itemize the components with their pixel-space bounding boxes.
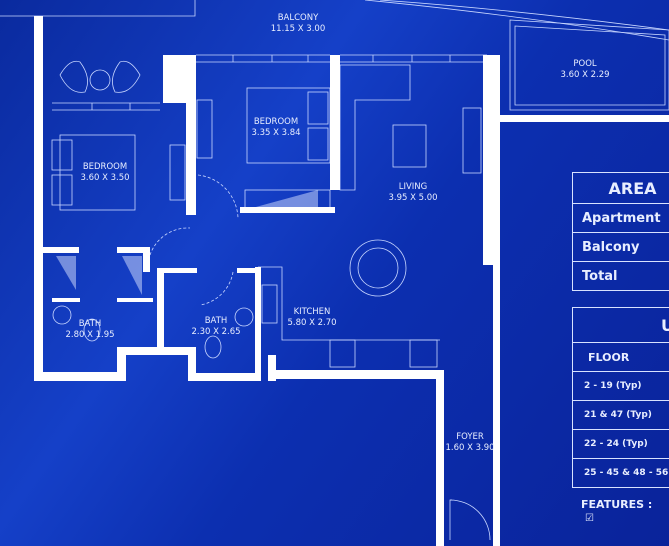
kitchen-counter	[258, 266, 440, 341]
area-row: Balcony	[573, 232, 669, 261]
room-size: 11.15 X 3.00	[270, 24, 326, 34]
area-table: AREA Apartment Balcony Total	[572, 172, 669, 291]
room-name: BATH	[204, 316, 228, 326]
pool-outline	[509, 19, 669, 111]
fridge	[409, 339, 438, 368]
room-size: 5.80 X 2.70	[287, 318, 337, 328]
washbasin	[52, 305, 72, 325]
room-name: BEDROOM	[253, 117, 299, 127]
room-name: BATH	[78, 319, 102, 329]
balcony-chair	[59, 60, 88, 93]
balcony-chair	[112, 60, 141, 93]
room-name: LIVING	[398, 182, 428, 192]
units-row: 2 - 19 (Typ)	[573, 371, 669, 400]
upper-balcony-outline	[0, 0, 196, 17]
wardrobe	[196, 99, 213, 159]
door-swing	[197, 174, 239, 219]
units-table-header: FLOOR	[573, 342, 669, 371]
curved-edge	[364, 0, 669, 41]
units-row: 25 - 45 & 48 - 56 (	[573, 458, 669, 487]
units-row: 22 - 24 (Typ)	[573, 429, 669, 458]
cooktop	[329, 339, 356, 368]
room-name: FOYER	[456, 432, 484, 442]
room-size: 2.80 X 1.95	[65, 330, 115, 340]
washbasin	[234, 307, 254, 327]
room-size: 3.35 X 3.84	[251, 128, 301, 138]
room-size: 3.60 X 2.29	[560, 70, 610, 80]
area-table-title: AREA	[608, 178, 657, 198]
entry-door	[449, 499, 491, 541]
room-size: 2.30 X 2.65	[191, 327, 241, 337]
room-name: BALCONY	[277, 13, 319, 23]
room-size: 3.60 X 3.50	[80, 173, 130, 183]
balcony-table	[89, 69, 111, 91]
features: FEATURES : ☑	[581, 498, 669, 524]
area-row: Total	[573, 261, 669, 290]
walls	[34, 16, 669, 546]
units-table: U FLOOR 2 - 19 (Typ) 21 & 47 (Typ) 22 - …	[572, 307, 669, 488]
room-name: POOL	[573, 59, 597, 69]
room-name: KITCHEN	[293, 307, 331, 317]
features-label: FEATURES :	[581, 498, 653, 511]
sink	[261, 284, 278, 324]
toilet	[204, 335, 222, 359]
area-row: Apartment	[573, 203, 669, 232]
dining-table	[349, 239, 407, 297]
room-name: BEDROOM	[82, 162, 128, 172]
wardrobe	[169, 144, 186, 201]
units-row: 21 & 47 (Typ)	[573, 400, 669, 429]
room-size: 1.60 X 3.90	[445, 443, 495, 453]
checkbox-icon: ☑	[585, 513, 594, 524]
bed	[59, 134, 136, 211]
hatched-ducts	[56, 190, 318, 295]
sofa	[339, 64, 411, 191]
toilet	[83, 318, 101, 342]
tv-unit	[462, 107, 482, 174]
coffee-table	[392, 124, 427, 168]
units-table-title: U	[661, 315, 669, 335]
room-size: 3.95 X 5.00	[388, 193, 438, 203]
